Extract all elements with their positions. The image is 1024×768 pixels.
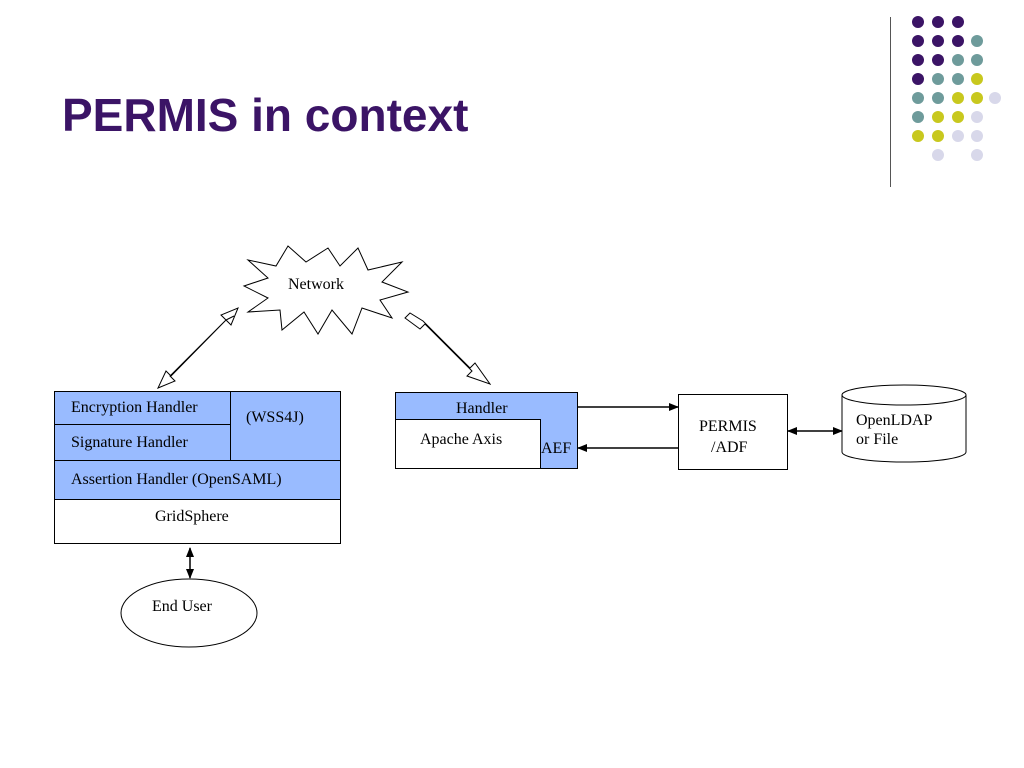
dot [912, 73, 924, 85]
dot [912, 16, 924, 28]
dot [952, 54, 964, 66]
permis-label: PERMIS [699, 418, 757, 435]
apache-axis-label: Apache Axis [420, 431, 503, 448]
dot [952, 111, 964, 123]
dot [952, 130, 964, 142]
signature-handler-label: Signature Handler [71, 434, 188, 451]
dot [952, 16, 964, 28]
dot [971, 130, 983, 142]
network-burst-shape [242, 245, 410, 335]
dot [971, 54, 983, 66]
divider-line [890, 17, 891, 187]
signature-handler-box: Signature Handler [54, 424, 231, 461]
dot [932, 73, 944, 85]
decorative-dot-grid [912, 16, 1001, 161]
network-client-double-arrow [156, 307, 239, 389]
end-user-ellipse [120, 578, 258, 648]
dot [971, 92, 983, 104]
permis-adf-box: PERMIS /ADF [678, 394, 788, 470]
network-label: Network [288, 276, 344, 293]
dot [912, 111, 924, 123]
dot [932, 92, 944, 104]
page-title: PERMIS in context [62, 89, 469, 141]
dot [971, 73, 983, 85]
end-user-label: End User [152, 598, 212, 615]
dot [932, 16, 944, 28]
encryption-handler-box: Encryption Handler [54, 391, 231, 425]
assertion-handler-box: Assertion Handler (OpenSAML) [54, 460, 341, 500]
dot [952, 35, 964, 47]
dot [932, 111, 944, 123]
openldap-cylinder [841, 384, 967, 463]
or-file-label: or File [856, 431, 899, 448]
handler-label: Handler [456, 400, 508, 417]
aef-label: AEF [541, 440, 572, 457]
dot [971, 149, 983, 161]
wss4j-label: (WSS4J) [246, 409, 304, 426]
dot [932, 35, 944, 47]
dot [952, 92, 964, 104]
dot [912, 130, 924, 142]
gridsphere-box: GridSphere [54, 499, 341, 544]
encryption-handler-label: Encryption Handler [71, 399, 198, 416]
dot [912, 54, 924, 66]
dot [971, 111, 983, 123]
dot [932, 54, 944, 66]
adf-label: /ADF [711, 439, 748, 456]
dot [971, 35, 983, 47]
network-server-double-arrow [404, 312, 492, 385]
dot [912, 92, 924, 104]
dot [932, 130, 944, 142]
dot [989, 92, 1001, 104]
dot [912, 35, 924, 47]
dot [932, 149, 944, 161]
openldap-label: OpenLDAP [856, 412, 933, 429]
dot [952, 73, 964, 85]
gridsphere-label: GridSphere [155, 508, 229, 525]
apache-axis-box: Apache Axis [395, 419, 541, 469]
assertion-handler-label: Assertion Handler (OpenSAML) [71, 471, 282, 488]
